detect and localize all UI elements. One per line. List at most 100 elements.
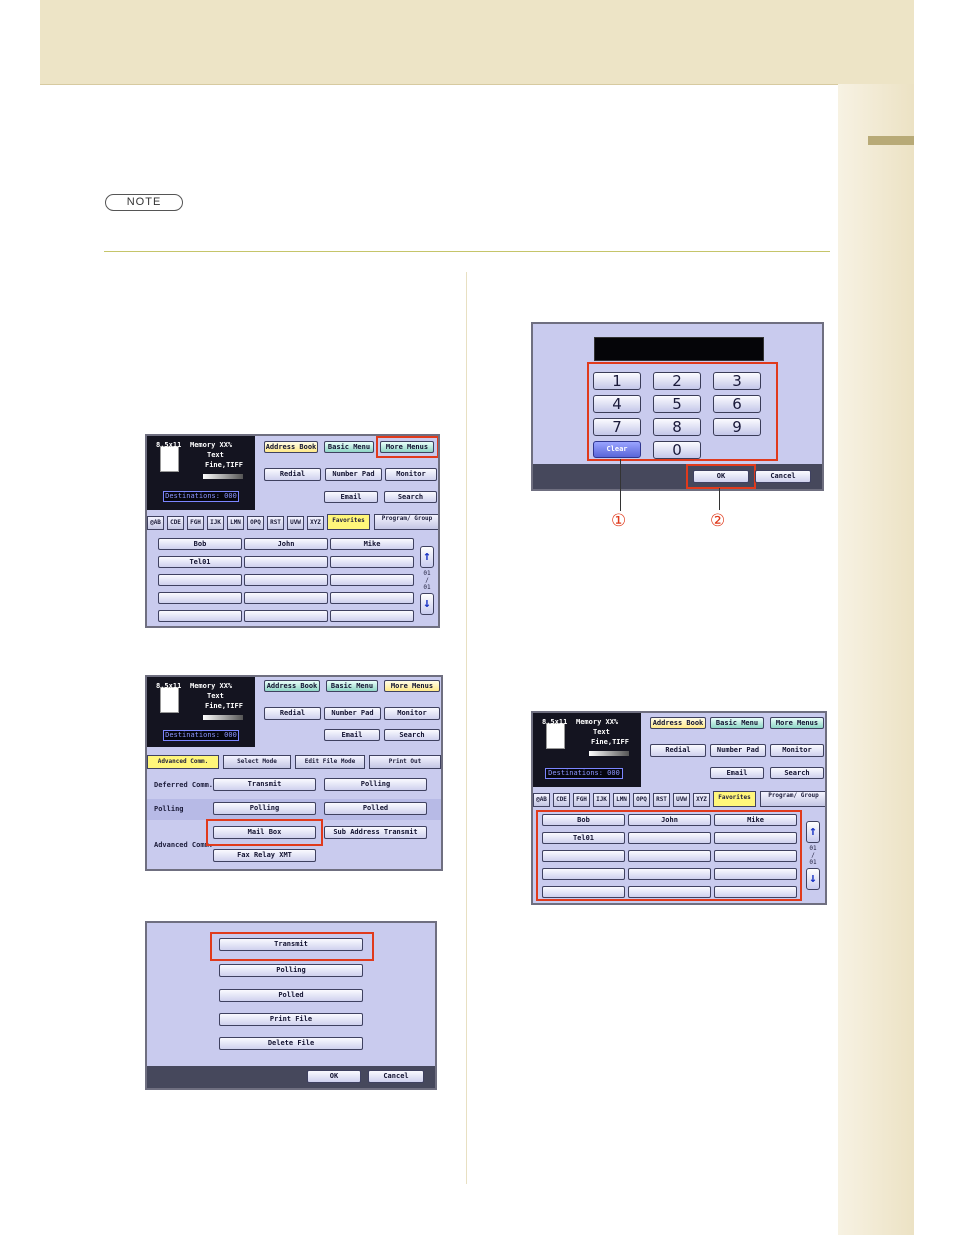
tab-fgh[interactable]: FGH xyxy=(573,793,590,807)
tab-xyz[interactable]: XYZ xyxy=(307,516,324,530)
empty-slot[interactable] xyxy=(330,556,414,568)
key-2[interactable]: 2 xyxy=(653,372,701,390)
number-pad-button[interactable]: Number Pad xyxy=(710,744,766,757)
empty-slot[interactable] xyxy=(542,850,625,862)
polling-button[interactable]: Polling xyxy=(219,964,363,977)
tab-favorites[interactable]: Favorites xyxy=(713,791,756,807)
email-button[interactable]: Email xyxy=(324,491,378,503)
ok-button[interactable]: OK xyxy=(693,470,749,483)
tab-print-out[interactable]: Print Out xyxy=(369,755,441,769)
tab-fgh[interactable]: FGH xyxy=(187,516,204,530)
number-pad-button[interactable]: Number Pad xyxy=(325,468,382,481)
empty-slot[interactable] xyxy=(628,868,711,880)
key-7[interactable]: 7 xyxy=(593,418,641,436)
monitor-button[interactable]: Monitor xyxy=(385,468,437,481)
tab-opq[interactable]: OPQ xyxy=(633,793,650,807)
address-book-button[interactable]: Address Book xyxy=(264,680,320,692)
empty-slot[interactable] xyxy=(714,850,797,862)
tab-ab[interactable]: @AB xyxy=(147,516,164,530)
sub-address-transmit-button[interactable]: Sub Address Transmit xyxy=(324,826,427,839)
empty-slot[interactable] xyxy=(158,574,242,586)
tab-uvw[interactable]: UVW xyxy=(673,793,690,807)
search-button[interactable]: Search xyxy=(384,729,440,741)
basic-menu-button[interactable]: Basic Menu xyxy=(710,717,764,729)
tab-ab[interactable]: @AB xyxy=(533,793,550,807)
fax-relay-xmt-button[interactable]: Fax Relay XMT xyxy=(213,849,316,862)
empty-slot[interactable] xyxy=(628,850,711,862)
cancel-button[interactable]: Cancel xyxy=(368,1070,424,1083)
polling-button[interactable]: Polling xyxy=(213,802,316,815)
redial-button[interactable]: Redial xyxy=(650,744,706,757)
polled-button[interactable]: Polled xyxy=(324,802,427,815)
search-button[interactable]: Search xyxy=(770,767,824,779)
tab-cde[interactable]: CDE xyxy=(167,516,184,530)
favorite-bob-button[interactable]: Bob xyxy=(542,814,625,826)
empty-slot[interactable] xyxy=(244,610,328,622)
favorite-tel01-button[interactable]: Tel01 xyxy=(542,832,625,844)
deferred-transmit-button[interactable]: Transmit xyxy=(213,778,316,791)
polled-button[interactable]: Polled xyxy=(219,989,363,1002)
tab-program-group[interactable]: Program/ Group xyxy=(760,791,825,807)
empty-slot[interactable] xyxy=(330,574,414,586)
favorite-john-button[interactable]: John xyxy=(628,814,711,826)
tab-advanced-comm[interactable]: Advanced Comm. xyxy=(147,755,219,769)
empty-slot[interactable] xyxy=(542,886,625,898)
scroll-up-arrow-icon[interactable]: ↑ xyxy=(806,821,820,843)
tab-ijk[interactable]: IJK xyxy=(207,516,224,530)
email-button[interactable]: Email xyxy=(324,729,380,741)
favorite-mike-button[interactable]: Mike xyxy=(714,814,797,826)
empty-slot[interactable] xyxy=(158,610,242,622)
key-5[interactable]: 5 xyxy=(653,395,701,413)
tab-xyz[interactable]: XYZ xyxy=(693,793,710,807)
favorite-tel01-button[interactable]: Tel01 xyxy=(158,556,242,568)
address-book-button[interactable]: Address Book xyxy=(264,441,318,453)
monitor-button[interactable]: Monitor xyxy=(384,707,440,720)
mail-box-button[interactable]: Mail Box xyxy=(213,826,316,839)
favorite-mike-button[interactable]: Mike xyxy=(330,538,414,550)
tab-uvw[interactable]: UVW xyxy=(287,516,304,530)
more-menus-button[interactable]: More Menus xyxy=(384,680,440,692)
tab-cde[interactable]: CDE xyxy=(553,793,570,807)
empty-slot[interactable] xyxy=(628,886,711,898)
scroll-down-arrow-icon[interactable]: ↓ xyxy=(806,868,820,890)
tab-program-group[interactable]: Program/ Group xyxy=(374,514,438,530)
key-4[interactable]: 4 xyxy=(593,395,641,413)
tab-rst[interactable]: RST xyxy=(653,793,670,807)
empty-slot[interactable] xyxy=(714,868,797,880)
key-9[interactable]: 9 xyxy=(713,418,761,436)
delete-file-button[interactable]: Delete File xyxy=(219,1037,363,1050)
tab-select-mode[interactable]: Select Mode xyxy=(223,755,291,769)
empty-slot[interactable] xyxy=(714,832,797,844)
empty-slot[interactable] xyxy=(714,886,797,898)
tab-favorites[interactable]: Favorites xyxy=(327,514,370,530)
key-3[interactable]: 3 xyxy=(713,372,761,390)
empty-slot[interactable] xyxy=(244,592,328,604)
monitor-button[interactable]: Monitor xyxy=(770,744,824,757)
key-6[interactable]: 6 xyxy=(713,395,761,413)
scroll-down-arrow-icon[interactable]: ↓ xyxy=(420,593,434,615)
tab-ijk[interactable]: IJK xyxy=(593,793,610,807)
empty-slot[interactable] xyxy=(158,592,242,604)
empty-slot[interactable] xyxy=(542,868,625,880)
ok-button[interactable]: OK xyxy=(307,1070,361,1083)
empty-slot[interactable] xyxy=(628,832,711,844)
tab-opq[interactable]: OPQ xyxy=(247,516,264,530)
more-menus-button[interactable]: More Menus xyxy=(770,717,824,729)
number-pad-button[interactable]: Number Pad xyxy=(324,707,381,720)
tab-rst[interactable]: RST xyxy=(267,516,284,530)
favorite-bob-button[interactable]: Bob xyxy=(158,538,242,550)
basic-menu-button[interactable]: Basic Menu xyxy=(324,441,374,453)
empty-slot[interactable] xyxy=(244,574,328,586)
deferred-polling-button[interactable]: Polling xyxy=(324,778,427,791)
email-button[interactable]: Email xyxy=(710,767,764,779)
key-1[interactable]: 1 xyxy=(593,372,641,390)
empty-slot[interactable] xyxy=(330,592,414,604)
more-menus-button[interactable]: More Menus xyxy=(380,441,434,453)
empty-slot[interactable] xyxy=(244,556,328,568)
address-book-button[interactable]: Address Book xyxy=(650,717,706,729)
redial-button[interactable]: Redial xyxy=(264,468,321,481)
print-file-button[interactable]: Print File xyxy=(219,1013,363,1026)
tab-lmn[interactable]: LMN xyxy=(613,793,630,807)
cancel-button[interactable]: Cancel xyxy=(755,470,811,483)
key-8[interactable]: 8 xyxy=(653,418,701,436)
